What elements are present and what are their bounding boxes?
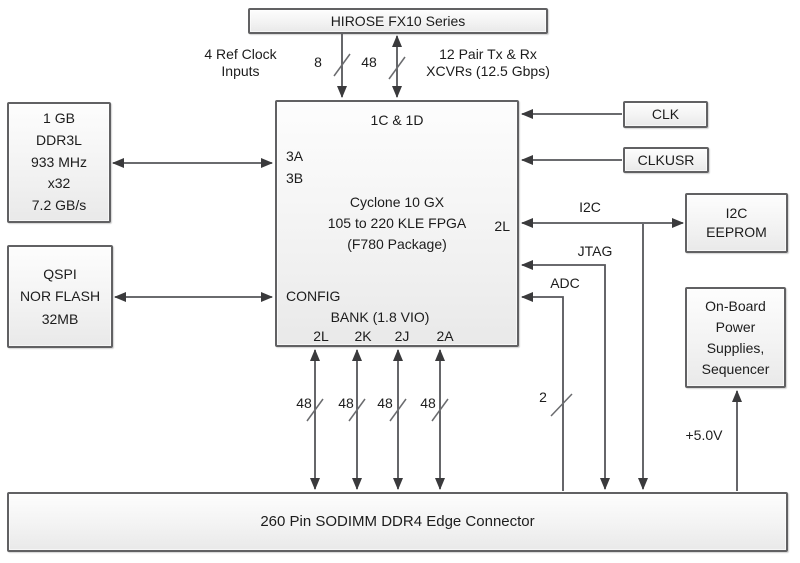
fpga-title: Cyclone 10 GX 105 to 220 KLE FPGA (F780 … — [327, 194, 467, 252]
fpga-bank-2a-label: 2A — [436, 328, 454, 344]
ddr3l-memory-box: 1 GB DDR3L 933 MHz x32 7.2 GB/s — [7, 102, 111, 223]
fpga-bank-2j-label: 2J — [394, 328, 410, 344]
bus8-width-label: 8 — [314, 54, 322, 70]
bus2-width-label: 2 — [539, 389, 547, 405]
clk-box: CLK — [623, 101, 708, 128]
hirose-connector-box: HIROSE FX10 Series — [248, 8, 548, 34]
ref-clock-label: 4 Ref Clock Inputs — [204, 46, 277, 79]
bus8-slash — [333, 53, 351, 77]
sodimm-connector-box: 260 Pin SODIMM DDR4 Edge Connector — [7, 492, 788, 552]
bank-2j-width-label: 48 — [377, 395, 393, 411]
clkusr-box: CLKUSR — [623, 147, 709, 173]
fpga-bank-left-label: 3A 3B — [286, 148, 304, 186]
fpga-bank-2k-label: 2K — [354, 328, 372, 344]
bank-2a-width-label: 48 — [420, 395, 436, 411]
bank-2l-width-label: 48 — [296, 395, 312, 411]
jtag-label: JTAG — [577, 243, 613, 259]
fpga-bank-right-label: 2L — [494, 218, 510, 234]
bus48-top-width-label: 48 — [361, 54, 377, 70]
adc-label: ADC — [550, 275, 580, 291]
i2c-label: I2C — [579, 199, 601, 215]
jtag-arrow — [521, 260, 610, 490]
fpga-bank-top-label: 1C & 1D — [370, 112, 424, 128]
bank-2k-width-label: 48 — [338, 395, 354, 411]
fpga-bank-2l-label: 2L — [313, 328, 329, 344]
i2c-eeprom-box: I2C EEPROM — [685, 193, 788, 253]
fpga-box: 1C & 1D 3A 3B Cyclone 10 GX 105 to 220 K… — [275, 100, 519, 347]
fpga-config-label: CONFIG — [286, 288, 341, 304]
power-supplies-box: On-Board Power Supplies, Sequencer — [685, 287, 786, 388]
power-5v-label: +5.0V — [685, 427, 723, 443]
fpga-bank-bottom-label: BANK (1.8 VIO) — [330, 309, 430, 325]
xcvr-label: 12 Pair Tx & Rx XCVRs (12.5 Gbps) — [426, 46, 550, 79]
adc-bus2-slash — [550, 393, 573, 417]
qspi-flash-box: QSPI NOR FLASH 32MB — [7, 245, 113, 348]
